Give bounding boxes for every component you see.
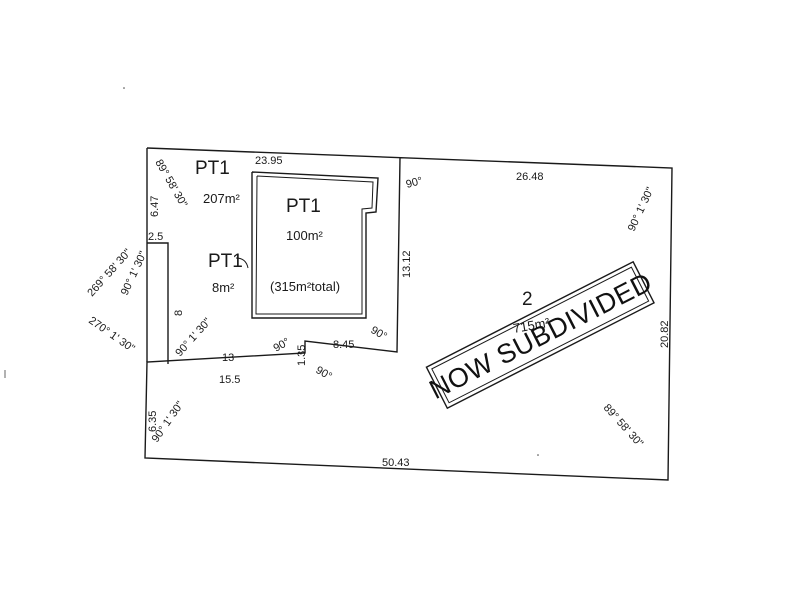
dim-bottom: 50.43 <box>382 457 410 469</box>
dim-left-lower: 6.35 <box>147 411 159 432</box>
angle-270-1-30: 270° 1' 30" <box>86 315 137 355</box>
pt1-main-area: 207m² <box>203 191 241 206</box>
dim-top-left: 23.95 <box>255 155 283 167</box>
pt1-small-label: PT1 <box>208 251 243 272</box>
angle-90-inner-bottom: 90° <box>369 324 389 343</box>
building-outline <box>251 171 379 319</box>
dim-left-mid: 8 <box>173 310 185 316</box>
angle-90-top-inner: 90° <box>405 175 424 191</box>
building-outline-inner <box>255 175 374 315</box>
dim-notch-width: 2.5 <box>148 231 163 243</box>
pt1-building-area: 100m² <box>286 228 324 243</box>
pt1-main-label: PT1 <box>195 158 230 179</box>
pt1-total-note: (315m²total) <box>270 279 340 294</box>
dim-step-8-45: 8.45 <box>333 339 354 351</box>
pt1-small-hook <box>235 257 249 269</box>
lot-2-area: 715m² <box>512 315 552 336</box>
speck <box>537 454 539 456</box>
boundary-pt1-notch <box>147 242 169 364</box>
dim-step-1-35: 1.35 <box>296 345 308 366</box>
angle-90-step-lower: 90° <box>314 364 334 383</box>
dim-inner-vertical: 13.12 <box>401 250 413 278</box>
stamp-text: NOW SUBDIVIDED <box>424 267 656 405</box>
pt1-small-area: 8m² <box>212 280 235 295</box>
angle-89-58-30-bottom-right: 89° 58' 30" <box>601 402 646 450</box>
lot-2-number: 2 <box>522 289 533 310</box>
dim-right: 20.82 <box>659 320 671 348</box>
dim-left-upper: 6.47 <box>149 196 161 217</box>
dim-mid-13: 13 <box>222 352 234 364</box>
dim-top-right: 26.48 <box>516 171 544 183</box>
now-subdivided-stamp: NOW SUBDIVIDED <box>424 260 657 410</box>
speck <box>123 87 125 89</box>
angle-90-1-30-top-right: 90° 1' 30" <box>626 185 657 233</box>
pt1-building-label: PT1 <box>286 196 321 217</box>
dim-mid-15-5: 15.5 <box>219 374 240 386</box>
angle-90-step: 90° <box>272 336 292 355</box>
angle-90-1-30-mid: 90° 1' 30" <box>173 316 214 359</box>
